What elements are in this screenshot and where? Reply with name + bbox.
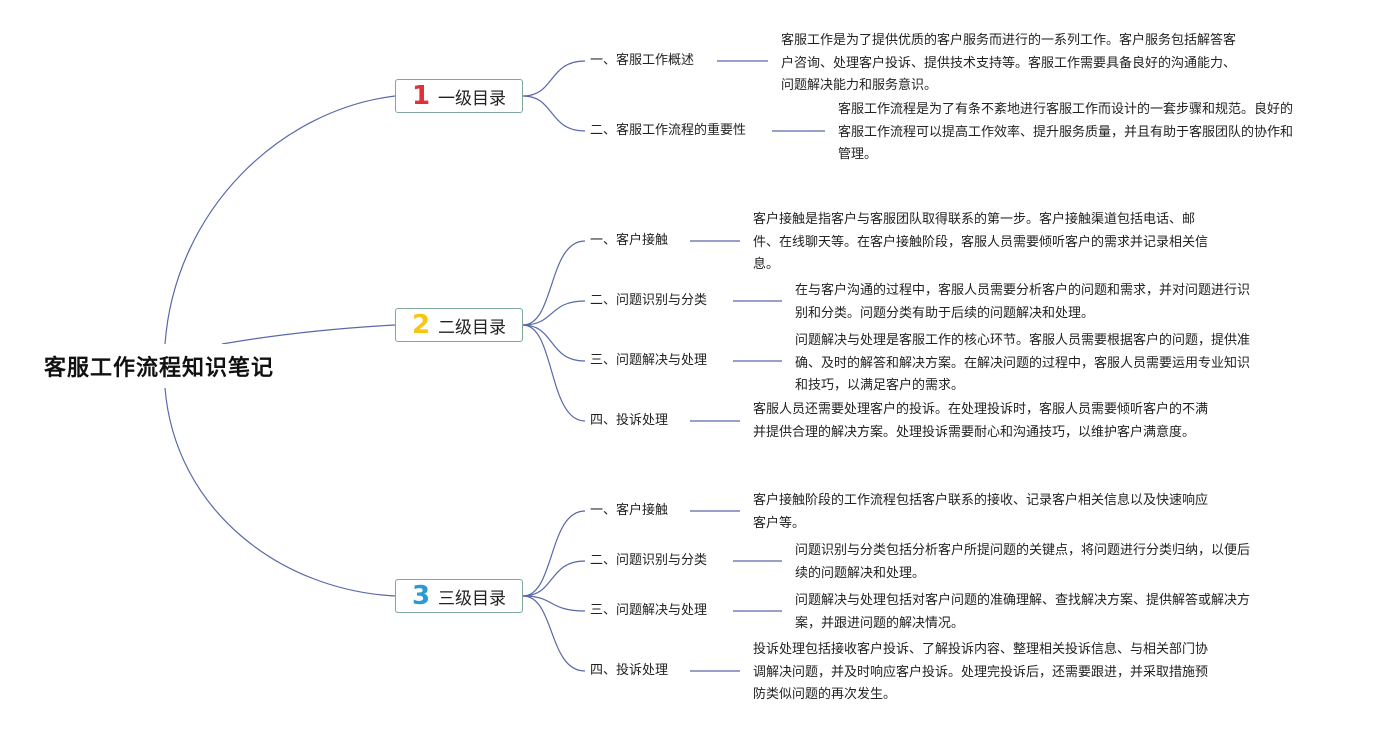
link-section-3-item-2 bbox=[522, 560, 586, 597]
number-2-icon: 2 bbox=[411, 310, 431, 340]
section-2-item-4-note: 客服人员还需要处理客户的投诉。在处理投诉时，客服人员需要倾听客户的不满 并提供合… bbox=[753, 402, 1209, 440]
link-section-3-item-4 bbox=[522, 595, 586, 672]
number-1-icon: 1 bbox=[411, 81, 431, 111]
section-3-node[interactable]: 3 三级目录 bbox=[395, 579, 523, 613]
section-2-node[interactable]: 2 二级目录 bbox=[395, 308, 523, 342]
section-1-title: 一级目录 bbox=[438, 88, 507, 109]
link-root-section-3 bbox=[164, 387, 396, 597]
section-3-item-3[interactable]: 三、问题解决与处理 bbox=[590, 603, 708, 618]
link-section-2-item-3 bbox=[522, 324, 586, 362]
section-1-item-1[interactable]: 一、客服工作概述 bbox=[590, 53, 695, 68]
link-section-1-item-2 bbox=[522, 95, 586, 132]
section-2-item-2[interactable]: 二、问题识别与分类 bbox=[590, 293, 708, 308]
section-3-item-3-note: 问题解决与处理包括对客户问题的准确理解、查找解决方案、提供解答或解决方 案，并跟… bbox=[795, 593, 1251, 631]
section-1-item-1-note: 客服工作是为了提供优质的客户服务而进行的一系列工作。客户服务包括解答客 户咨询、… bbox=[781, 33, 1237, 93]
link-section-3-item-3 bbox=[522, 595, 586, 612]
section-2-item-2-note: 在与客户沟通的过程中，客服人员需要分析客户的问题和需求，并对问题进行识 别和分类… bbox=[795, 283, 1251, 321]
root-topic[interactable]: 客服工作流程知识笔记 bbox=[26, 344, 292, 388]
link-root-section-1 bbox=[164, 95, 396, 345]
section-2-item-3-note: 问题解决与处理是客服工作的核心环节。客服人员需要根据客户的问题，提供准 确、及时… bbox=[795, 333, 1251, 393]
link-section-2-item-4 bbox=[522, 324, 586, 422]
section-3-item-1[interactable]: 一、客户接触 bbox=[590, 503, 669, 518]
link-section-2-item-2 bbox=[522, 300, 586, 326]
section-2-item-1-note: 客户接触是指客户与客服团队取得联系的第一步。客户接触渠道包括电话、邮 件、在线聊… bbox=[753, 212, 1209, 272]
section-2-title: 二级目录 bbox=[438, 317, 507, 338]
section-3-item-2-note: 问题识别与分类包括分析客户所提问题的关键点，将问题进行分类归纳，以便后 续的问题… bbox=[795, 543, 1251, 581]
root-title: 客服工作流程知识笔记 bbox=[43, 356, 274, 381]
number-3-icon: 3 bbox=[411, 581, 431, 611]
link-section-2-item-1 bbox=[522, 240, 586, 326]
section-2-item-3[interactable]: 三、问题解决与处理 bbox=[590, 353, 708, 368]
section-3-item-1-note: 客户接触阶段的工作流程包括客户联系的接收、记录客户相关信息以及快速响应 客户等。 bbox=[753, 493, 1209, 531]
section-2-item-4[interactable]: 四、投诉处理 bbox=[590, 413, 669, 428]
link-section-3-item-1 bbox=[522, 510, 586, 597]
section-3-title: 三级目录 bbox=[438, 588, 507, 609]
section-3-item-2[interactable]: 二、问题识别与分类 bbox=[590, 553, 708, 568]
section-1-item-2[interactable]: 二、客服工作流程的重要性 bbox=[590, 123, 747, 138]
section-1-node[interactable]: 1 一级目录 bbox=[395, 79, 523, 113]
section-1-item-2-note: 客服工作流程是为了有条不紊地进行客服工作而设计的一套步骤和规范。良好的 客服工作… bbox=[838, 102, 1294, 162]
link-root-section-2 bbox=[221, 324, 396, 345]
section-2-item-1[interactable]: 一、客户接触 bbox=[590, 233, 669, 248]
link-section-1-item-1 bbox=[522, 60, 586, 97]
section-3-item-4[interactable]: 四、投诉处理 bbox=[590, 663, 669, 678]
section-3-item-4-note: 投诉处理包括接收客户投诉、了解投诉内容、整理相关投诉信息、与相关部门协 调解决问… bbox=[753, 642, 1209, 702]
